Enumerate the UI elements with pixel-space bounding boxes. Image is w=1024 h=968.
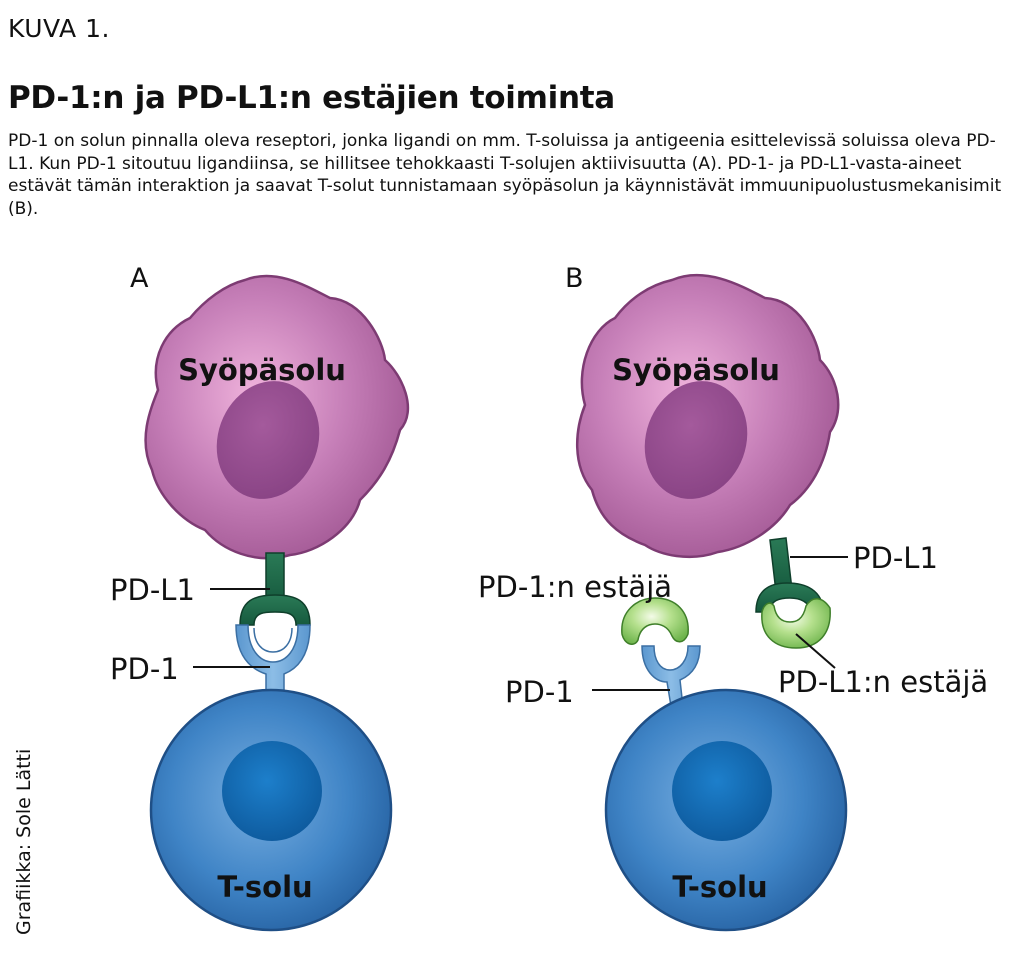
cancer-cell-label-b: Syöpäsolu [612,353,780,387]
cancer-cell-b: Syöpäsolu [576,273,840,559]
pd-1-blocker [621,597,689,645]
pd-l1-blocker [761,598,831,649]
panel-a: A Syöpäsolu T-solu [110,263,410,932]
figure-number: KUVA 1. [8,14,110,43]
figure-caption: PD-1 on solun pinnalla oleva reseptori, … [8,131,1002,219]
t-cell-nucleus [222,741,322,841]
panel-a-letter: A [130,263,149,294]
pd-l1-blocker-leader [795,633,836,669]
cancer-nucleus [216,381,320,499]
pd-l1-label-a: PD-L1 [110,573,195,607]
cancer-cell-a: Syöpäsolu [144,274,410,560]
t-cell-a: T-solu [149,688,393,932]
cancer-nucleus [644,381,748,499]
pd-l1-protein-a [239,552,311,626]
figure-title: PD-1:n ja PD-L1:n estäjien toiminta [8,80,615,116]
pd-1-label-b: PD-1 [505,675,574,709]
pd-l1-label-b: PD-L1 [853,541,938,575]
pd-l1-blocker-label: PD-L1:n estäjä [778,665,988,699]
pd-1-label-a: PD-1 [110,652,179,686]
panel-b-letter: B [565,263,584,294]
panel-b: B Syöpäsolu [478,263,988,932]
cancer-cell-label-a: Syöpäsolu [178,353,346,387]
t-cell-nucleus [672,741,772,841]
t-cell-b: T-solu [604,688,848,932]
pd-1-blocker-label: PD-1:n estäjä [478,570,672,604]
t-cell-label-a: T-solu [217,870,312,904]
t-cell-label-b: T-solu [672,870,767,904]
credit-label: Grafiikka: Sole Lätti [13,749,35,935]
pd-1-receptor-b [641,645,701,719]
